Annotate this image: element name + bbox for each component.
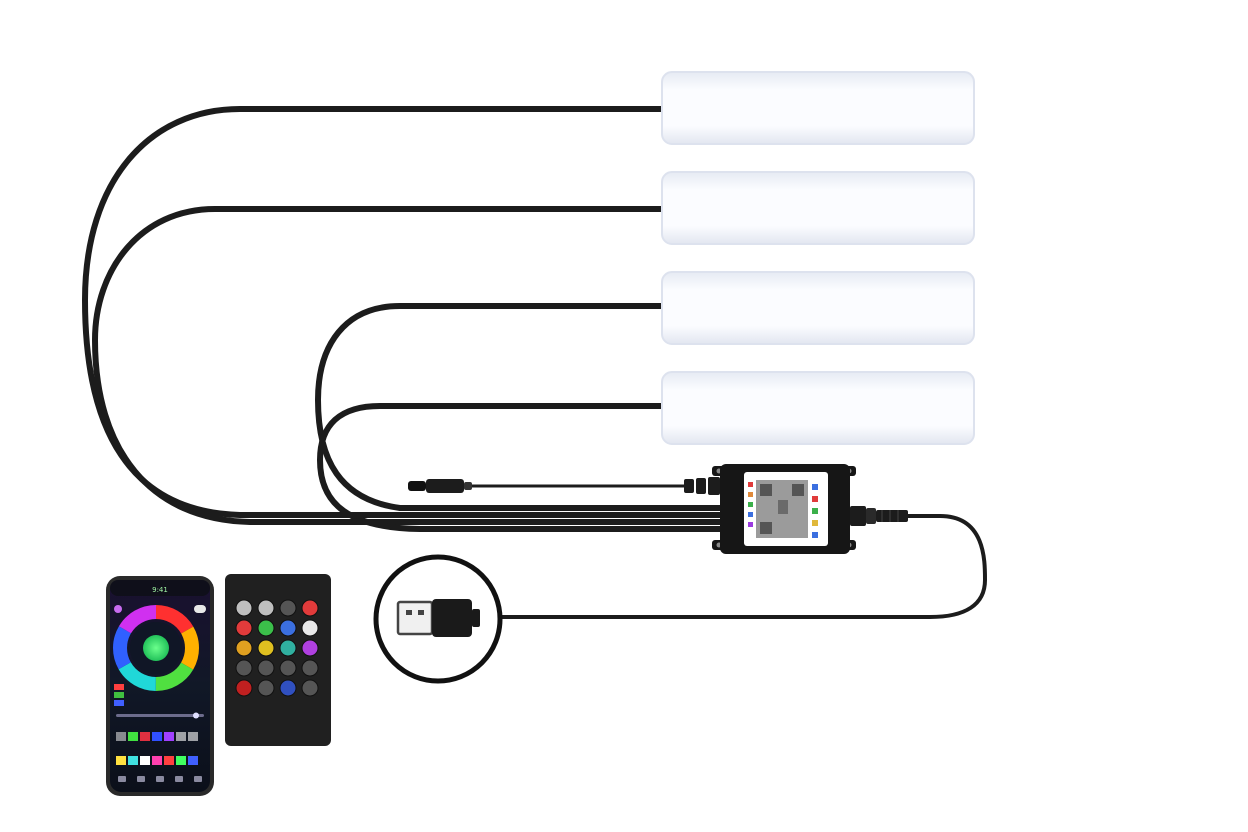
remote-button[interactable] — [301, 679, 319, 697]
cable-bar-2 — [91, 206, 723, 525]
phone-color-swatches — [116, 732, 198, 765]
remote-button[interactable] — [257, 599, 275, 617]
cable-bar-1 — [81, 106, 723, 518]
remote-button[interactable] — [257, 679, 275, 697]
usb-metal-tip — [396, 600, 434, 636]
phone-bottom-nav — [118, 776, 202, 782]
remote-button[interactable] — [257, 619, 275, 637]
remote-control — [225, 574, 331, 746]
color-wheel — [113, 605, 199, 691]
phone-power-toggle — [194, 605, 206, 613]
remote-button[interactable] — [301, 639, 319, 657]
remote-button[interactable] — [301, 619, 319, 637]
light-bar-1 — [661, 71, 975, 145]
cable-bundle — [81, 106, 988, 619]
remote-button[interactable] — [279, 659, 297, 677]
remote-button[interactable] — [279, 599, 297, 617]
remote-button[interactable] — [279, 679, 297, 697]
usb-plug-callout — [373, 554, 503, 684]
light-bars — [661, 71, 975, 445]
phone-app-icon — [114, 605, 122, 613]
remote-button[interactable] — [235, 659, 253, 677]
remote-button[interactable] — [257, 639, 275, 657]
light-bar-4 — [661, 371, 975, 445]
remote-button[interactable] — [257, 659, 275, 677]
light-bar-3 — [661, 271, 975, 345]
sensor-plug — [408, 479, 472, 493]
remote-button[interactable] — [235, 619, 253, 637]
remote-button[interactable] — [235, 599, 253, 617]
usb-body — [432, 599, 472, 637]
cable-strain-relief — [684, 477, 720, 495]
cable-bar-4 — [316, 403, 723, 532]
remote-button[interactable] — [235, 639, 253, 657]
light-bar-2 — [661, 171, 975, 245]
cable-usb — [476, 514, 988, 619]
remote-button[interactable] — [279, 639, 297, 657]
phone-mode-tabs — [114, 684, 124, 706]
controller-box — [712, 464, 908, 554]
phone-status-time: 9:41 — [152, 586, 168, 594]
remote-button[interactable] — [279, 619, 297, 637]
remote-button[interactable] — [301, 659, 319, 677]
smartphone: 9:41 — [106, 576, 214, 796]
cable-bar-3 — [314, 303, 723, 511]
remote-button[interactable] — [235, 679, 253, 697]
remote-button[interactable] — [301, 599, 319, 617]
phone-brightness-slider — [116, 714, 204, 717]
label-glyphs — [748, 482, 818, 538]
